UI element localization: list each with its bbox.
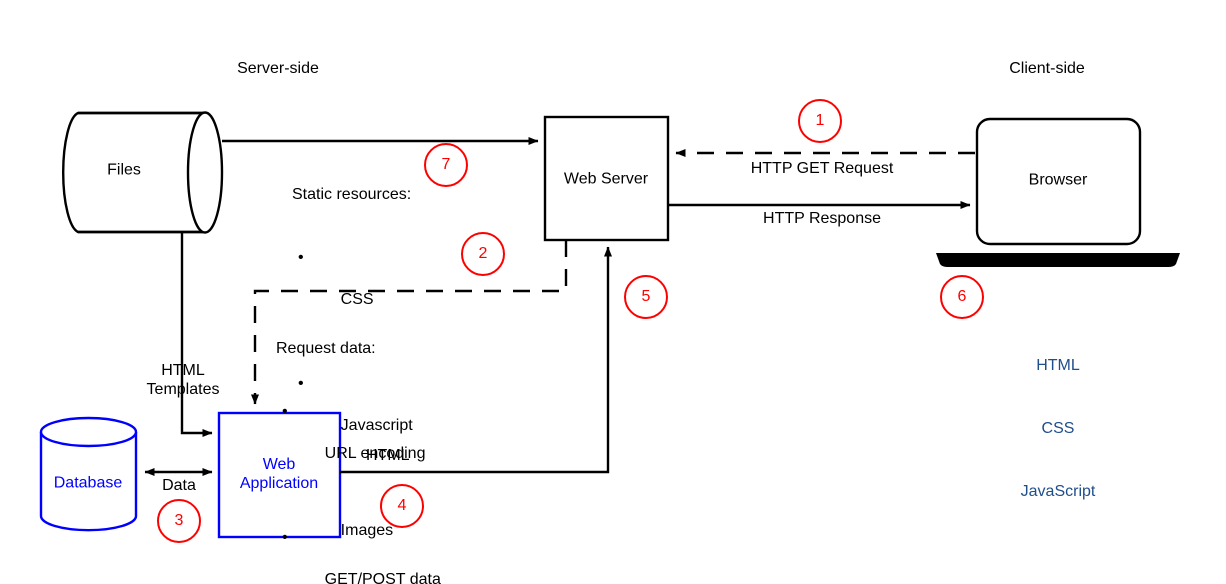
step-badge-3: 3: [157, 499, 201, 543]
client-stack-item-html: HTML: [1036, 357, 1080, 374]
client-stack-item-css: CSS: [1041, 420, 1075, 437]
edge-label-html: HTML: [366, 447, 410, 464]
bullet-dot: •: [298, 249, 304, 266]
bullet-dot: •: [298, 375, 304, 392]
bullet-dot: •: [282, 403, 288, 420]
edge-html-templates: [180, 232, 213, 437]
node-web-server-shape: [543, 115, 670, 242]
static-resources-item-label: Images: [340, 522, 394, 539]
annotation-request-data: Request data: • URL encoding • GET/POST …: [276, 296, 441, 584]
bullet-dot: •: [282, 529, 288, 546]
step-badge-7: 7: [424, 143, 468, 187]
node-files-shape: [62, 111, 224, 234]
node-label-browser: Browser: [1028, 171, 1088, 189]
edge-label-http-get-request: HTTP GET Request: [750, 160, 894, 177]
section-title-client-side: Client-side: [1009, 60, 1085, 77]
node-label-web-server: Web Server: [563, 170, 649, 188]
request-data-item-label: URL encoding: [324, 445, 426, 462]
node-database-shape: [39, 416, 138, 532]
static-resources-item-label: CSS: [340, 291, 374, 308]
request-data-item-label: GET/POST data: [324, 571, 441, 584]
static-resources-item-label: Javascript: [340, 417, 413, 434]
static-resources-item: Images: [292, 499, 413, 562]
annotation-static-resources: Static resources: • CSS • Javascript Ima…: [292, 142, 413, 584]
step-badge-1: 1: [798, 99, 842, 143]
request-data-item: • GET/POST data: [276, 527, 441, 584]
request-data-heading: Request data:: [276, 340, 376, 357]
node-browser-shape: [936, 117, 1180, 267]
step-badge-6: 6: [940, 275, 984, 319]
request-data-item: • URL encoding: [276, 401, 441, 485]
node-label-database: Database: [53, 474, 123, 492]
static-resources-item: • CSS: [292, 247, 413, 331]
section-title-server-side: Server-side: [237, 60, 319, 77]
step-badge-2: 2: [461, 232, 505, 276]
edge-request-data: [251, 240, 568, 405]
static-resources-heading: Static resources:: [292, 186, 412, 203]
static-resources-item: • Javascript: [292, 373, 413, 457]
edge-label-http-response: HTTP Response: [763, 210, 881, 227]
step-badge-4: 4: [380, 484, 424, 528]
node-label-files: Files: [107, 161, 141, 179]
edge-label-data: Data: [162, 477, 196, 494]
edge-html-to-web-server: [340, 246, 612, 474]
client-stack-list: HTML CSS JavaScript: [1021, 313, 1096, 544]
client-stack-item-javascript: JavaScript: [1020, 483, 1096, 500]
node-web-application-shape: [217, 411, 342, 539]
step-badge-5: 5: [624, 275, 668, 319]
